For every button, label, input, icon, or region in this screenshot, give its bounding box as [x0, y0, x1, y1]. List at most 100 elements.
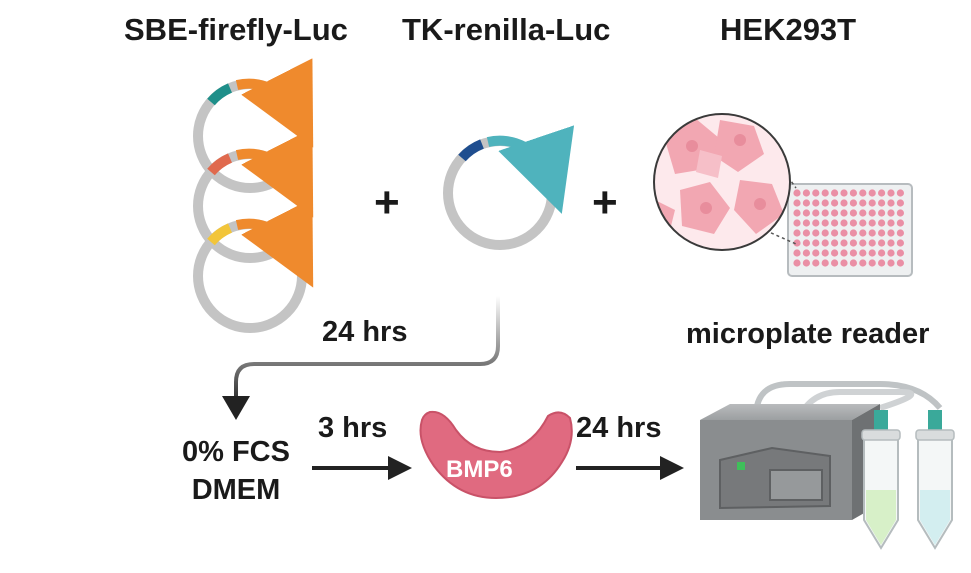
plate-well — [878, 219, 886, 227]
plate-well — [793, 199, 801, 207]
well-plate — [787, 183, 913, 277]
plate-well — [878, 239, 886, 247]
plate-well — [840, 229, 848, 237]
plate-well — [878, 189, 886, 197]
plate-well — [812, 209, 820, 217]
plate-well — [896, 219, 905, 227]
plate-well — [878, 199, 886, 207]
plate-well — [821, 239, 829, 247]
starvation-medium-line2: DMEM — [191, 474, 281, 506]
plate-well — [840, 199, 848, 207]
sbe-plasmid-3 — [193, 198, 314, 333]
plate-well — [849, 229, 858, 237]
plate-well — [859, 229, 867, 237]
plate-well — [887, 209, 895, 217]
plus-sign-2: + — [592, 178, 618, 227]
plate-well — [896, 189, 905, 197]
plate-well — [887, 239, 895, 247]
plate-well — [878, 209, 886, 217]
plate-well — [831, 229, 839, 237]
plate-well — [887, 199, 895, 207]
plate-well — [821, 189, 829, 197]
plate-well — [802, 229, 811, 237]
plate-well — [812, 219, 820, 227]
plate-well — [793, 219, 801, 227]
plate-well — [840, 219, 848, 227]
plate-well — [831, 249, 839, 257]
plate-well — [849, 259, 858, 267]
plate-well — [793, 239, 801, 247]
plate-well — [793, 229, 801, 237]
plate-well — [821, 209, 829, 217]
plate-well — [849, 209, 858, 217]
plate-well — [802, 199, 811, 207]
plate-well — [812, 229, 820, 237]
plate-well — [868, 259, 876, 267]
treatment-arrow — [576, 456, 684, 480]
plate-well — [821, 219, 829, 227]
plate-well — [849, 199, 858, 207]
plate-well — [821, 249, 829, 257]
bmp6-label: BMP6 — [446, 456, 513, 483]
plate-well — [849, 249, 858, 257]
plate-well — [802, 259, 811, 267]
plate-well — [840, 239, 848, 247]
plate-well — [812, 189, 820, 197]
plate-well — [840, 209, 848, 217]
tube-green — [861, 410, 901, 550]
hek293t-cells — [653, 113, 913, 277]
plate-well — [812, 259, 820, 267]
plate-well — [802, 239, 811, 247]
plate-well — [849, 189, 858, 197]
plate-well — [859, 199, 867, 207]
plate-well — [849, 219, 858, 227]
plate-well — [859, 209, 867, 217]
sbe-plasmid-label: SBE-firefly-Luc — [124, 12, 348, 47]
plate-well — [896, 249, 905, 257]
plate-well — [802, 249, 811, 257]
plate-well — [812, 199, 820, 207]
plate-well — [840, 259, 848, 267]
plate-well — [859, 219, 867, 227]
plate-well — [831, 259, 839, 267]
tube-blue — [915, 410, 955, 550]
plate-well — [868, 209, 876, 217]
sbe-plasmid-stack — [193, 58, 314, 333]
treatment-time-label: 24 hrs — [576, 412, 662, 444]
plate-well — [840, 189, 848, 197]
plate-well — [793, 259, 801, 267]
plate-well — [878, 259, 886, 267]
plate-well — [793, 209, 801, 217]
plate-well — [868, 189, 876, 197]
starvation-arrow — [312, 456, 412, 480]
plate-well — [831, 189, 839, 197]
plate-well — [887, 219, 895, 227]
starvation-time-label: 3 hrs — [318, 412, 388, 444]
cell-lens — [653, 113, 791, 251]
plate-well — [896, 259, 905, 267]
plate-well — [793, 189, 801, 197]
plate-well — [840, 249, 848, 257]
microplate-reader — [700, 381, 943, 520]
plate-well — [868, 199, 876, 207]
plate-well — [802, 189, 811, 197]
plate-well — [812, 239, 820, 247]
plate-well — [831, 199, 839, 207]
plate-well — [887, 189, 895, 197]
plate-well — [868, 219, 876, 227]
plate-well — [831, 219, 839, 227]
plate-well — [887, 249, 895, 257]
plate-well — [896, 199, 905, 207]
reader-label: microplate reader — [686, 318, 930, 350]
plate-well — [859, 259, 867, 267]
plate-well — [868, 249, 876, 257]
plate-well — [812, 249, 820, 257]
plate-well — [802, 209, 811, 217]
plus-sign-1: + — [374, 178, 400, 227]
plate-well — [896, 209, 905, 217]
plate-well — [859, 239, 867, 247]
plate-well — [868, 239, 876, 247]
plate-well — [831, 209, 839, 217]
